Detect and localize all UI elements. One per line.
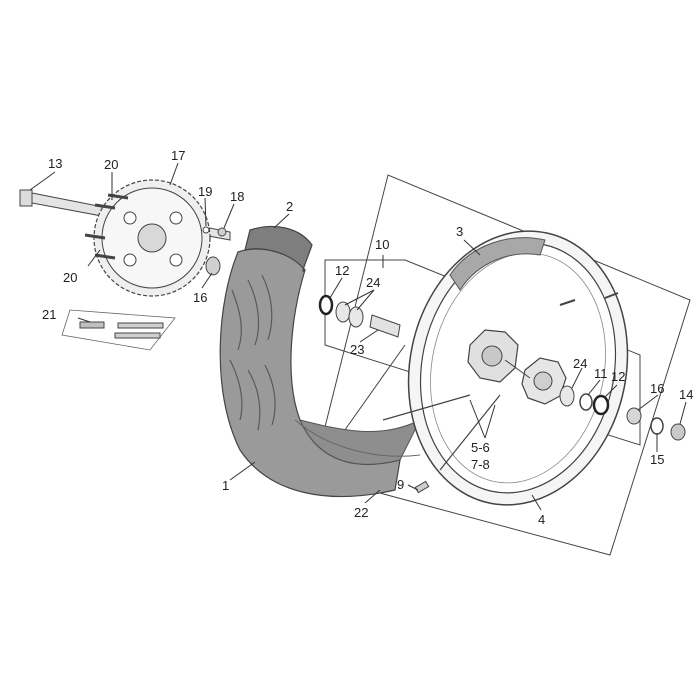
rim-assembly-frame [312,174,691,556]
callout-24-right: 24 [573,356,587,371]
spoke-part [604,292,619,299]
spacer-part [205,256,221,276]
rim-part [407,230,629,506]
callout-20-bottom: 20 [63,270,77,285]
callout-12-left: 12 [335,263,349,278]
sprocket-part [93,179,211,297]
rim-band-part [294,419,421,457]
callout-16-right: 16 [650,381,664,396]
callout-4: 4 [538,512,545,527]
callout-13: 13 [48,156,62,171]
callout-7-8: 7-8 [471,457,490,472]
seal-part [318,294,334,316]
callout-23: 23 [350,342,364,357]
spoke-part [559,299,576,306]
spacer-part [626,407,642,425]
callout-5-6: 5-6 [471,440,490,455]
sprocket-bolts-part [84,193,129,260]
callout-10: 10 [375,237,389,252]
washer-part [202,226,210,234]
seal-part [592,394,610,416]
callout-19: 19 [198,184,212,199]
callout-15: 15 [650,452,664,467]
bearing-part [559,385,575,407]
callout-18: 18 [230,189,244,204]
callout-24-left: 24 [366,275,380,290]
spacer-tube-part [369,314,401,338]
bearing-part [335,301,351,323]
washer-part [650,417,664,435]
chain-segment-part [61,309,176,351]
callout-12-right: 12 [611,369,625,384]
spoke-part [382,394,471,421]
callout-1: 1 [222,478,229,493]
callout-14: 14 [679,387,693,402]
valve-part [414,480,430,494]
callout-16-left: 16 [193,290,207,305]
nut-part [670,423,686,441]
callout-22: 22 [354,505,368,520]
hub-assembly-frame [324,259,641,446]
callout-20-top: 20 [104,157,118,172]
spoke-part [439,394,501,471]
callout-11: 11 [594,366,608,381]
callout-2: 2 [286,199,293,214]
callout-17: 17 [171,148,185,163]
tire-part [219,225,422,498]
nut-part [217,227,227,237]
bearing-part [348,306,364,328]
callout-3: 3 [456,224,463,239]
hub-part [467,329,567,405]
callout-21: 21 [42,307,56,322]
callout-9: 9 [397,477,404,492]
leader-lines [29,162,687,511]
spacer-part [579,393,593,411]
